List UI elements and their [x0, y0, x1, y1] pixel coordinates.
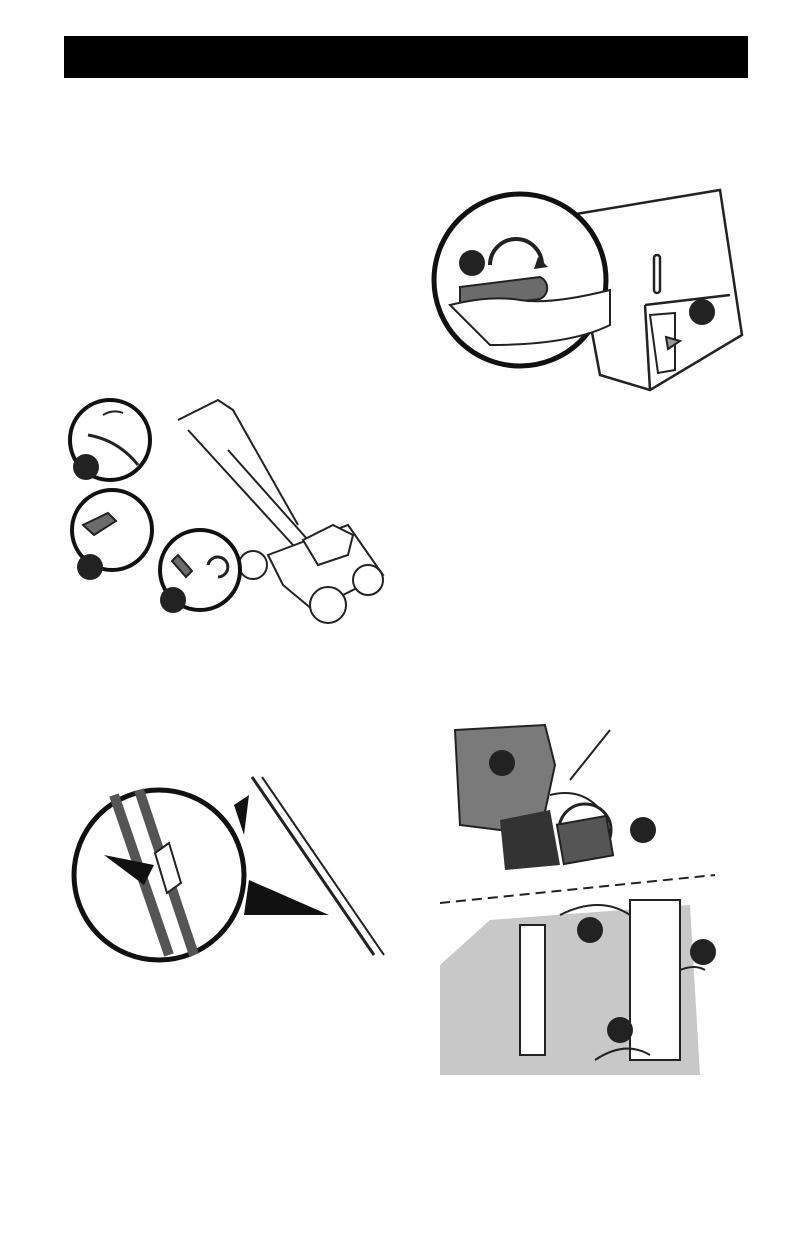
callout-marker-h: [690, 939, 716, 965]
mower-illustration: [68, 395, 388, 630]
callout-marker-1: [459, 250, 485, 276]
figure-cable-clip: [74, 775, 394, 965]
bag-attach-illustration: [440, 725, 740, 1080]
callout-marker-a: [73, 454, 99, 480]
callout-marker-d: [489, 750, 515, 776]
figure-mower-handle: [68, 395, 388, 630]
section-header-title: [64, 46, 78, 68]
callout-marker-2: [689, 299, 715, 325]
callout-marker-f: [577, 917, 603, 943]
section-header-bar: [64, 36, 748, 78]
figure-bag-attach: [440, 725, 740, 1080]
bag-handle-illustration: [430, 185, 750, 395]
callout-marker-g: [607, 1017, 633, 1043]
figure-bag-handle-rotate: [430, 185, 750, 395]
callout-marker-c: [160, 587, 186, 613]
callout-marker-b: [77, 554, 103, 580]
callout-marker-e: [630, 817, 656, 843]
cable-clip-illustration: [74, 775, 394, 965]
